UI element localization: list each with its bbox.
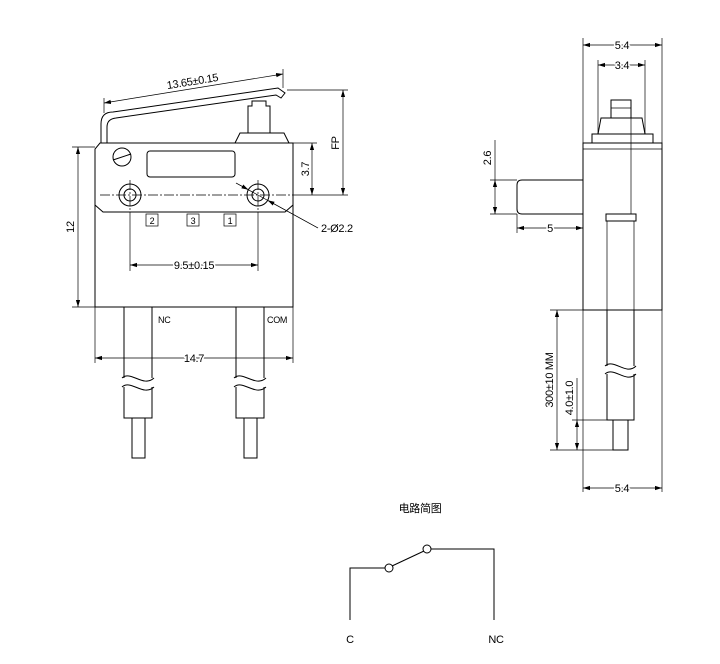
strip-length-dim-text: 4.0±1.0: [564, 381, 576, 416]
switch-body-outline: [94, 142, 294, 308]
pivot-screw: [112, 147, 132, 167]
plunger: [247, 100, 271, 133]
fp-dim-text: FP: [330, 136, 342, 149]
wire-conductor: [243, 418, 258, 459]
lever-dim-text: 13.65±0.15: [166, 72, 219, 92]
wire-conductor: [612, 420, 629, 451]
side-view: 5.4 3.4 2.6 5 300±10 MM: [482, 38, 663, 497]
terminal-mark-1: 1: [223, 213, 237, 227]
lever-dim-line: [103, 73, 284, 104]
terminal-mark-box: [223, 213, 237, 227]
wire-jacket-upper: [606, 310, 635, 366]
wire-conductor: [131, 418, 146, 459]
wire-break-top: [604, 363, 637, 370]
wire-jacket-lower: [123, 387, 153, 419]
circuit-nc-contact: [422, 544, 432, 554]
offset-dim-text: 3.7: [300, 162, 312, 177]
hole-callout-text: 2-Ø2.2: [321, 223, 353, 235]
wire-jacket-lower: [606, 374, 635, 421]
actuator-base: [234, 132, 290, 144]
circuit-nc-lead: [431, 548, 495, 620]
hole-spacing-dim-text: 9.5±0.15: [174, 260, 215, 272]
circuit-label-c: C: [346, 634, 354, 646]
terminal-mark-box: [145, 213, 159, 227]
front-view: 13.65±0.15 2-Ø2.2 2 3: [65, 69, 353, 459]
side-body-outline: [582, 142, 663, 311]
circuit-common-lead: [349, 567, 385, 620]
wire-break-bottom: [233, 384, 267, 391]
mounting-hole-left: [118, 180, 142, 212]
circuit-label-nc: NC: [488, 634, 504, 646]
circuit-switch-blade: [391, 550, 425, 567]
wire-label-nc: NC: [158, 315, 171, 325]
wire-label-com: COM: [267, 315, 287, 325]
lever-offset-dim-text: 5: [547, 223, 553, 235]
side-lever-tab: [516, 179, 583, 215]
wire-break-bottom: [604, 371, 637, 378]
wire-jacket-lower: [235, 387, 265, 419]
hole-leader-arrow-right: [267, 199, 319, 229]
width-dim-text: 14.7: [184, 353, 204, 365]
label-window: [146, 150, 236, 178]
lever-thickness-dim-text: 2.6: [482, 151, 494, 166]
wire-jacket-upper: [235, 307, 265, 378]
side-top-step: [591, 133, 654, 143]
side-wire: [604, 310, 637, 451]
wire-break-top: [121, 375, 155, 382]
wire-length-dim-text: 300±10 MM: [544, 352, 556, 407]
bottom-width-dim-text: 5.4: [615, 483, 630, 495]
wire-break-top: [233, 375, 267, 382]
side-internal-wire-lines: [606, 221, 635, 310]
wire-com: [233, 307, 267, 459]
side-slot: [605, 213, 637, 222]
terminal-step-line: [94, 204, 294, 213]
terminal-mark-box: [186, 213, 200, 227]
wire-break-bottom: [121, 384, 155, 391]
side-plunger-housing: [597, 117, 646, 135]
terminal-mark-text: 3: [191, 216, 196, 226]
pivot-screw-slot: [112, 153, 132, 161]
plunger-width-dim-text: 3.4: [615, 60, 630, 72]
side-plunger: [610, 99, 632, 119]
terminal-mark-2: 2: [145, 213, 159, 227]
wire-nc: [121, 307, 155, 459]
terminal-mark-text: 1: [228, 216, 233, 226]
wire-jacket-upper: [123, 307, 153, 378]
circuit-title: 电路简图: [399, 501, 442, 515]
lever-arm: [100, 87, 286, 143]
top-width-dim-text: 5.4: [615, 40, 630, 52]
circuit-common-contact: [384, 563, 394, 573]
hole-leader-arrow-left: [235, 182, 249, 191]
terminal-mark-3: 3: [186, 213, 200, 227]
height-dim-text: 12: [65, 221, 77, 233]
terminal-mark-text: 2: [150, 216, 155, 226]
mounting-hole-right: [246, 180, 270, 212]
circuit-diagram: 电路简图 C NC: [346, 501, 504, 646]
